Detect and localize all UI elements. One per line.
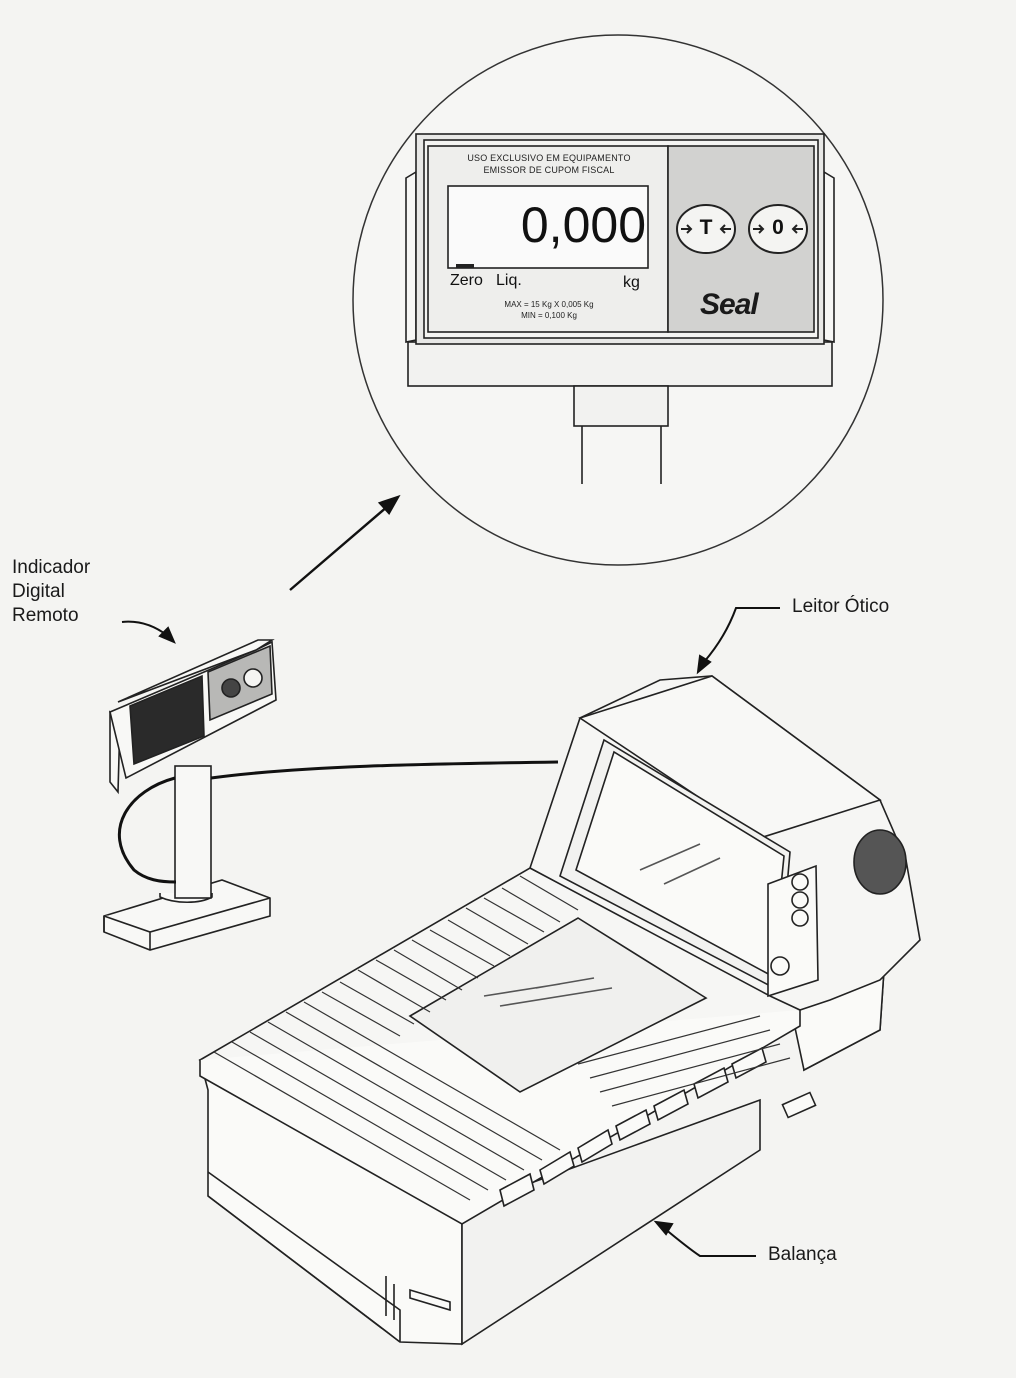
zero-button-ring[interactable] <box>748 204 808 254</box>
zoom-arrow <box>289 494 401 591</box>
label-optical-reader: Leitor Ótico <box>792 596 890 617</box>
min-spec: MIN = 0,100 Kg <box>521 311 577 320</box>
weight-readout: 0,000 <box>520 197 646 253</box>
brand-logo: Seal <box>700 288 759 321</box>
tare-button-label[interactable]: T <box>699 216 713 239</box>
label-scale: Balança <box>768 1244 837 1265</box>
tare-arrows-icon <box>681 224 731 234</box>
label-remote-indicator-line3: Remoto <box>12 605 79 626</box>
label-remote-indicator-line2: Digital <box>12 581 65 602</box>
indicator-cable <box>117 760 559 884</box>
display-header-line2: EMISSOR DE CUPOM FISCAL <box>483 165 615 175</box>
zero-indicator-bar <box>456 264 474 268</box>
zero-button-label[interactable]: 0 <box>772 216 784 239</box>
display-header: USO EXCLUSIVO EM EQUIPAMENTO EMISSOR DE … <box>432 152 666 176</box>
net-label: Liq. <box>496 272 522 289</box>
optical-reader-arrow <box>696 607 780 675</box>
deck-grille <box>213 875 791 1201</box>
unit-label: kg <box>623 274 640 291</box>
remote-indicator-arrow <box>121 620 176 644</box>
display-header-line1: USO EXCLUSIVO EM EQUIPAMENTO <box>467 153 631 163</box>
scale-arrow <box>653 1220 756 1257</box>
max-spec: MAX = 15 Kg X 0,005 Kg <box>504 300 594 309</box>
label-remote-indicator: Indicador Digital Remoto <box>12 556 90 628</box>
remote-indicator-drawing <box>103 639 277 951</box>
label-remote-indicator-line1: Indicador <box>12 557 91 578</box>
tare-button-ring[interactable] <box>676 204 736 254</box>
zero-arrows-icon <box>753 224 803 234</box>
zero-label: Zero <box>450 272 483 289</box>
